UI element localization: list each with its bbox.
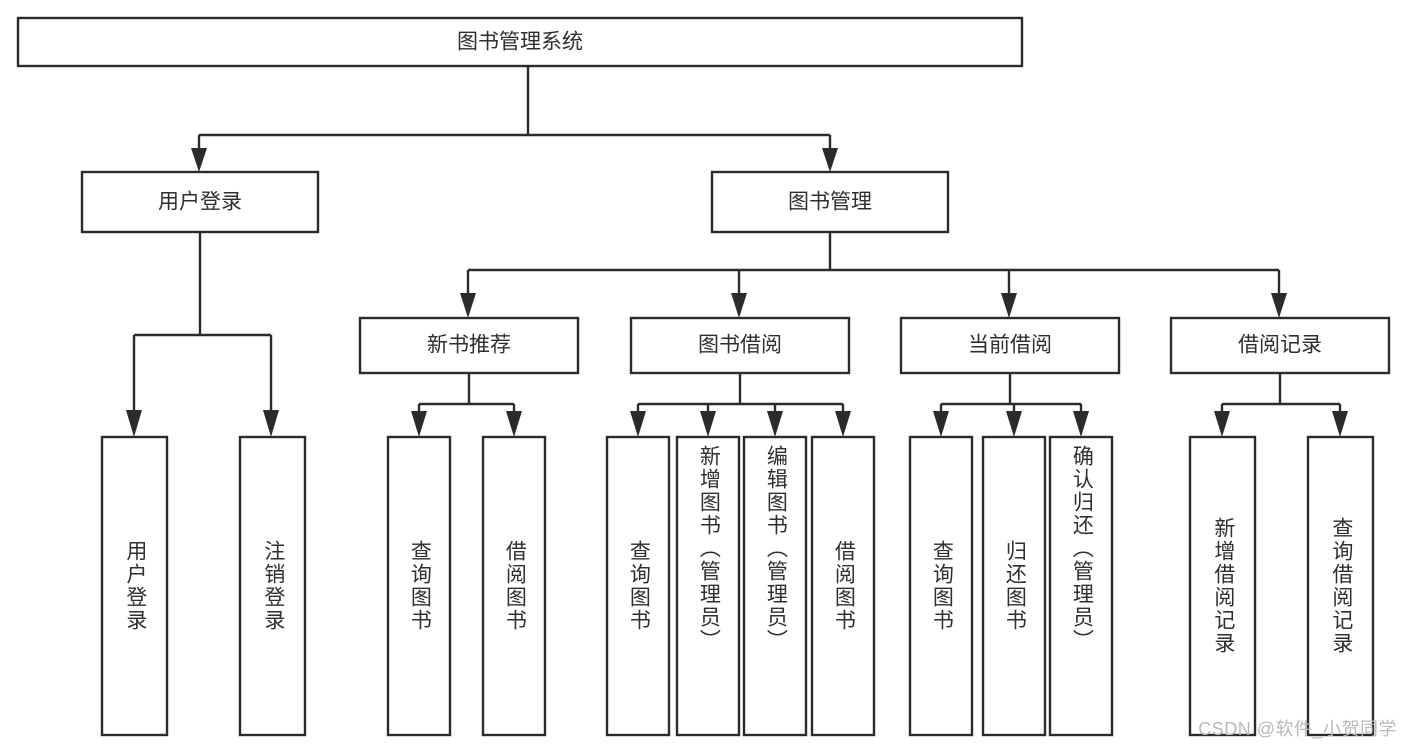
leaf-box-new-book-1[interactable] [481,435,547,737]
node-new-book-recommend-box[interactable] [358,316,580,375]
arrow-current-borrow-leaf-0 [933,411,949,437]
arrow-current-borrow-leaf-2 [1073,411,1089,437]
leaf-box-book-borrow-2[interactable] [742,435,808,737]
leaf-box-current-borrow-1[interactable] [981,435,1047,737]
arrow-user-login-leaf-1 [263,410,279,437]
arrow-new-book-leaf-0 [411,411,427,437]
arrow-user-login-leaf-0 [126,410,142,437]
arrow-book-borrow-leaf-3 [835,411,851,437]
leaf-box-current-borrow-2[interactable] [1048,435,1114,737]
leaf-box-book-borrow-3[interactable] [810,435,876,737]
node-current-borrow-label: 当前借阅 [968,334,1052,357]
arrow-root-to-book-manage [822,148,838,172]
leaf-box-borrow-record-0[interactable] [1188,435,1257,737]
node-book-manage-label: 图书管理 [788,191,872,214]
node-root-box[interactable] [16,16,1024,68]
arrow-book-manage-to-current-borrow [1001,293,1017,318]
arrow-book-manage-to-borrow-record [1271,293,1287,318]
arrow-root-to-user-login [191,148,207,172]
node-borrow-record-label: 借阅记录 [1238,334,1322,357]
leaf-box-user-login-1[interactable] [238,435,307,737]
arrow-book-borrow-leaf-0 [630,411,646,437]
leaf-box-current-borrow-0[interactable] [908,435,974,737]
node-user-login-label: 用户登录 [158,191,242,214]
leaf-box-borrow-record-1[interactable] [1306,435,1375,737]
leaf-box-book-borrow-1[interactable] [675,435,741,737]
arrow-borrow-record-leaf-1 [1332,411,1348,437]
node-new-book-recommend-label: 新书推荐 [427,334,511,357]
node-user-login-box[interactable] [80,170,320,234]
node-current-borrow-box[interactable] [899,316,1121,375]
arrow-book-manage-to-new-book [460,293,476,318]
watermark-label: CSDN @软件_小贺同学 [1198,719,1397,739]
arrow-current-borrow-leaf-1 [1006,411,1022,437]
arrow-book-manage-to-book-borrow [731,293,747,318]
leaf-box-user-login-0[interactable] [100,435,169,737]
leaf-box-new-book-0[interactable] [386,435,452,737]
arrow-book-borrow-leaf-1 [700,411,716,437]
arrow-borrow-record-leaf-0 [1214,411,1230,437]
arrow-new-book-leaf-1 [506,411,522,437]
arrow-book-borrow-leaf-2 [767,411,783,437]
node-book-borrow-label: 图书借阅 [698,334,782,357]
leaf-box-book-borrow-0[interactable] [605,435,671,737]
node-root-label: 图书管理系统 [457,31,583,54]
